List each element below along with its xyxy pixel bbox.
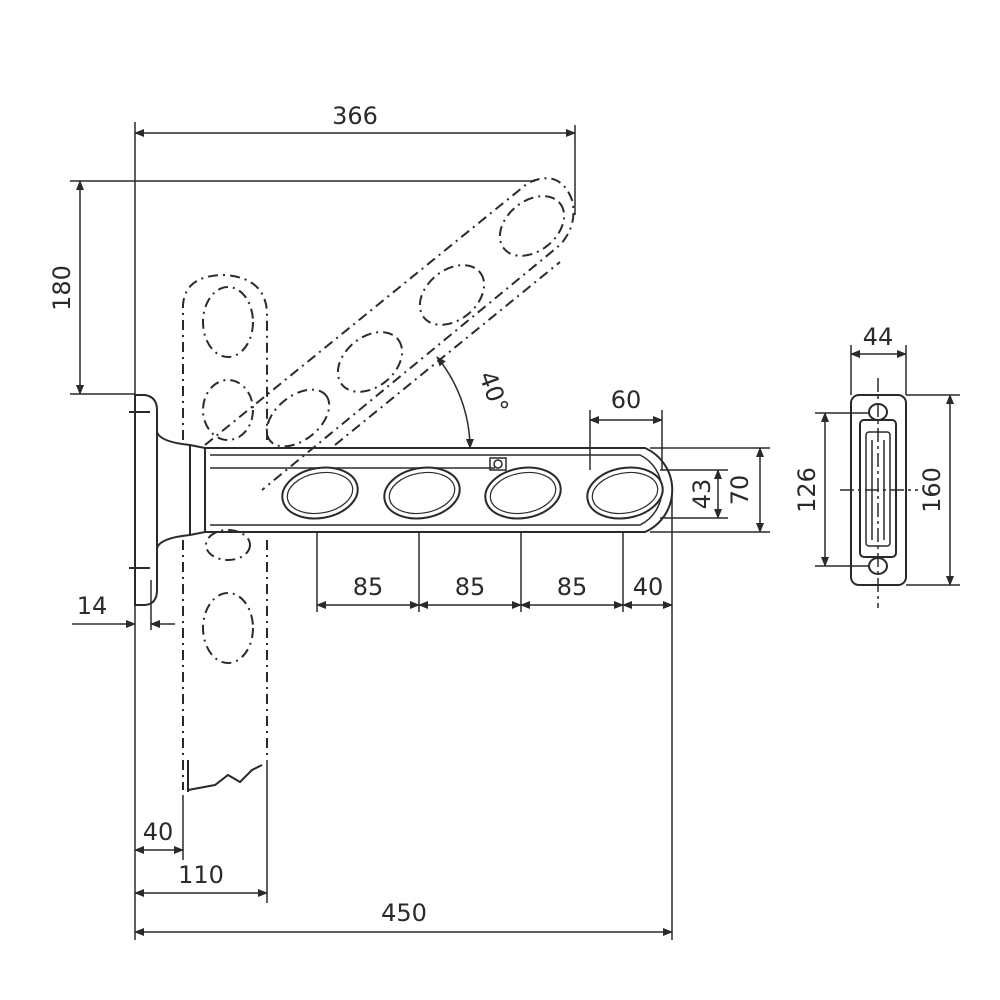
dim-60: 60 (589, 386, 663, 470)
dim-450: 450 (134, 605, 673, 940)
dim-85-a-label: 85 (353, 573, 384, 601)
dim-85-b-label: 85 (455, 573, 486, 601)
dim-pitch-row: 85 85 85 40 (316, 495, 673, 940)
dim-angle-label: 40° (473, 367, 514, 417)
dim-44-label: 44 (863, 323, 894, 351)
raised-arm-phantom (204, 177, 575, 491)
arm-holes (281, 466, 664, 520)
wall-base-plate (129, 394, 206, 606)
dim-126: 126 (793, 412, 870, 567)
dim-160: 160 (906, 394, 960, 586)
dim-366-label: 366 (332, 102, 378, 130)
dim-450-label: 450 (381, 899, 427, 927)
dim-44: 44 (850, 323, 907, 395)
vertical-arm-phantom (182, 273, 268, 792)
arm-hole-2 (383, 466, 461, 520)
dim-180-label: 180 (48, 265, 76, 311)
dim-110-label: 110 (178, 861, 224, 889)
dim-160-label: 160 (918, 467, 946, 513)
dim-70: 70 (650, 447, 770, 533)
arm-hole-1 (281, 466, 359, 520)
dim-70-label: 70 (726, 475, 754, 506)
dim-366: 366 (134, 102, 576, 395)
dim-180: 180 (48, 180, 535, 395)
dim-40-bottom-label: 40 (143, 818, 174, 846)
arm-hole-3 (484, 466, 562, 520)
dim-40-bottom: 40 (134, 795, 184, 860)
dim-angle: 40° (436, 356, 514, 449)
dim-14: 14 (72, 580, 175, 630)
dim-110: 110 (134, 760, 268, 903)
dim-60-label: 60 (611, 386, 642, 414)
dim-43-label: 43 (688, 479, 716, 510)
dim-126-label: 126 (793, 467, 821, 513)
arm-hole-4 (586, 466, 664, 520)
dim-14-label: 14 (77, 592, 108, 620)
dim-85-c-label: 85 (557, 573, 588, 601)
dim-40-end-label: 40 (633, 573, 664, 601)
